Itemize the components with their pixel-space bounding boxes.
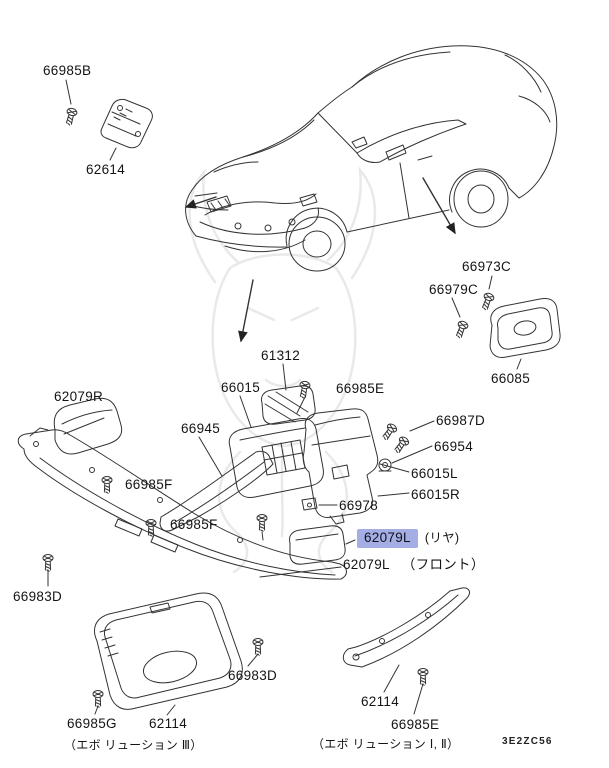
part-label-61312[interactable]: 61312 [261,348,301,363]
part-label-62079L-front[interactable]: 62079L [343,557,390,572]
part-label-62079R[interactable]: 62079R [54,389,104,404]
screw-icon [256,514,268,532]
note-front: （フロント） [401,557,485,572]
note-evolution-1-2: （エボ リューション Ⅰ, Ⅱ） [312,737,460,751]
part-label-66985F-1[interactable]: 66985F [125,477,173,492]
screw-icon [379,421,399,443]
screw-icon [453,319,470,340]
screw-icon [417,668,429,686]
drawing-code: 3E2ZC56 [502,736,553,747]
screw-icon [297,380,312,400]
part-label-66085[interactable]: 66085 [491,371,531,386]
screw-icon [92,690,104,708]
part-label-66987D[interactable]: 66987D [436,413,486,428]
drawing-front-under-cover [17,427,347,580]
watermark [188,166,377,574]
part-label-66985F-2[interactable]: 66985F [170,517,218,532]
drawing-62114-evo3-panel [94,592,243,710]
note-rear: (リヤ) [424,531,460,546]
drawing-66085-plate [489,298,561,358]
drawing-62614-bracket [100,98,153,149]
drawing-rear-under-cover [289,525,346,565]
part-label-66973C[interactable]: 66973C [462,259,512,274]
front-part-row: 62079L （フロント） [343,557,485,573]
part-label-62114-evo12[interactable]: 62114 [361,694,400,709]
drawing-62079R-duct [53,397,123,455]
part-label-62614[interactable]: 62614 [86,162,126,177]
car-illustration [185,45,558,272]
drawing-66015-panel [228,418,324,498]
part-label-66978[interactable]: 66978 [339,498,379,513]
drawing-66945-member [159,450,274,532]
selected-part-row: 62079L (リヤ) [357,529,459,548]
part-label-66983D-1[interactable]: 66983D [13,589,63,604]
part-label-62079L-rear[interactable]: 62079L [357,529,418,548]
part-label-66954[interactable]: 66954 [434,439,474,454]
part-label-66015L[interactable]: 66015L [411,466,458,481]
part-label-66979C[interactable]: 66979C [429,282,479,297]
part-label-66945[interactable]: 66945 [181,421,221,436]
drawing-66978-clip [301,497,318,511]
part-label-66985G[interactable]: 66985G [67,716,117,731]
screw-icon [391,434,411,456]
leader-lines [47,79,522,716]
screw-icon [252,638,264,656]
screw-icon [101,476,113,494]
part-label-66985B[interactable]: 66985B [43,63,92,78]
part-label-66985E-bottom[interactable]: 66985E [391,717,440,732]
part-label-66015[interactable]: 66015 [221,380,261,395]
screw-icon [42,554,54,572]
part-label-66015R[interactable]: 66015R [411,487,461,502]
part-label-62114-evo3[interactable]: 62114 [149,716,188,731]
drawing-66015LR-panel [302,408,379,525]
screw-icon [63,106,79,127]
part-label-66985E-top[interactable]: 66985E [336,381,385,396]
drawing-62114-evo12-strip [342,587,470,668]
arrow-icons [184,177,456,343]
drawing-61312-pad [261,385,316,425]
part-label-66983D-2[interactable]: 66983D [228,668,278,683]
screw-icon [479,291,496,312]
note-evolution-3: （エボ リューション Ⅲ） [64,738,203,752]
